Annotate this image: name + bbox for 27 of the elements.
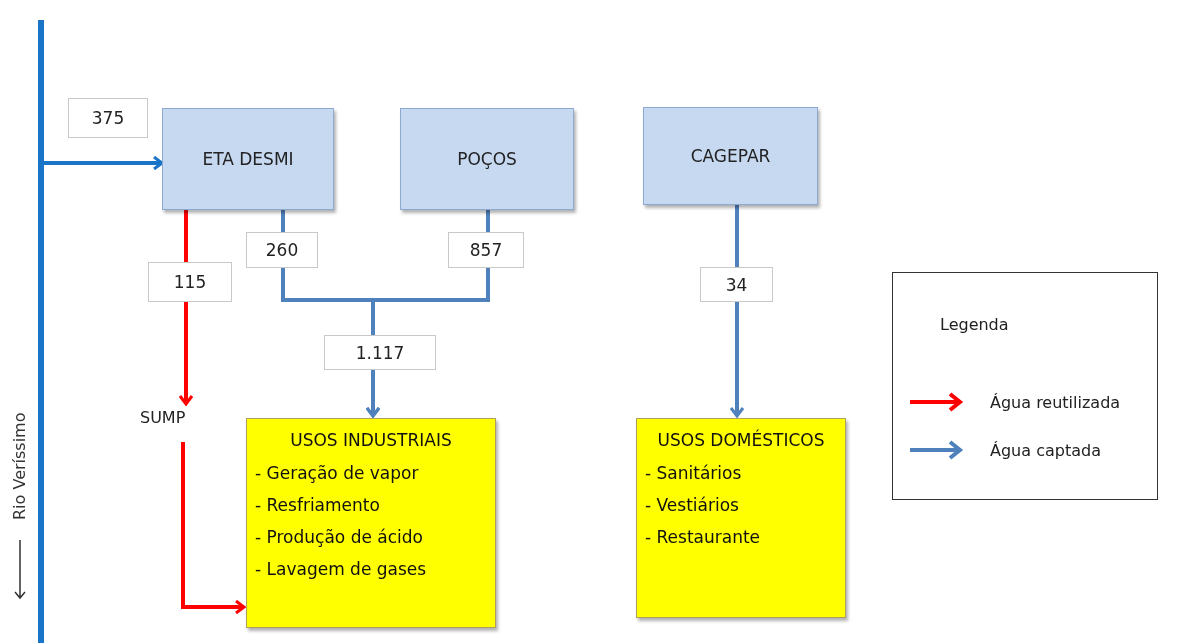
edge-label: 115 (148, 262, 232, 302)
sump-label: SUMP (140, 408, 186, 427)
legend-title: Legenda (940, 315, 1009, 334)
legend-text: Água captada (990, 440, 1101, 460)
usage-item: - Restaurante (645, 527, 762, 548)
source-box: POÇOS (400, 108, 574, 210)
usage-item: - Vestiários (645, 495, 740, 516)
edge-label: 34 (700, 267, 773, 302)
arrow (44, 155, 164, 171)
box-heading: USOS INDUSTRIAIS (289, 429, 453, 452)
arrow (181, 442, 246, 615)
usage-item: - Lavagem de gases (255, 559, 428, 580)
usage-item: - Resfriamento (255, 495, 381, 516)
source-box: ETA DESMI (162, 108, 334, 210)
flow-label: 1.117 (324, 335, 436, 370)
usage-box (636, 418, 846, 618)
box-heading: USOS DOMÉSTICOS (656, 429, 826, 452)
source-box: CAGEPAR (643, 107, 818, 205)
river-label: Rio Veríssimo (10, 412, 29, 520)
usage-item: - Geração de vapor (255, 463, 420, 484)
usage-box (246, 418, 496, 628)
edge-label: 375 (68, 98, 148, 138)
edge-label: 857 (448, 232, 524, 268)
usage-item: - Produção de ácido (255, 527, 424, 548)
legend-text: Água reutilizada (990, 392, 1121, 412)
edge-label: 260 (246, 232, 318, 268)
usage-item: - Sanitários (645, 463, 743, 484)
